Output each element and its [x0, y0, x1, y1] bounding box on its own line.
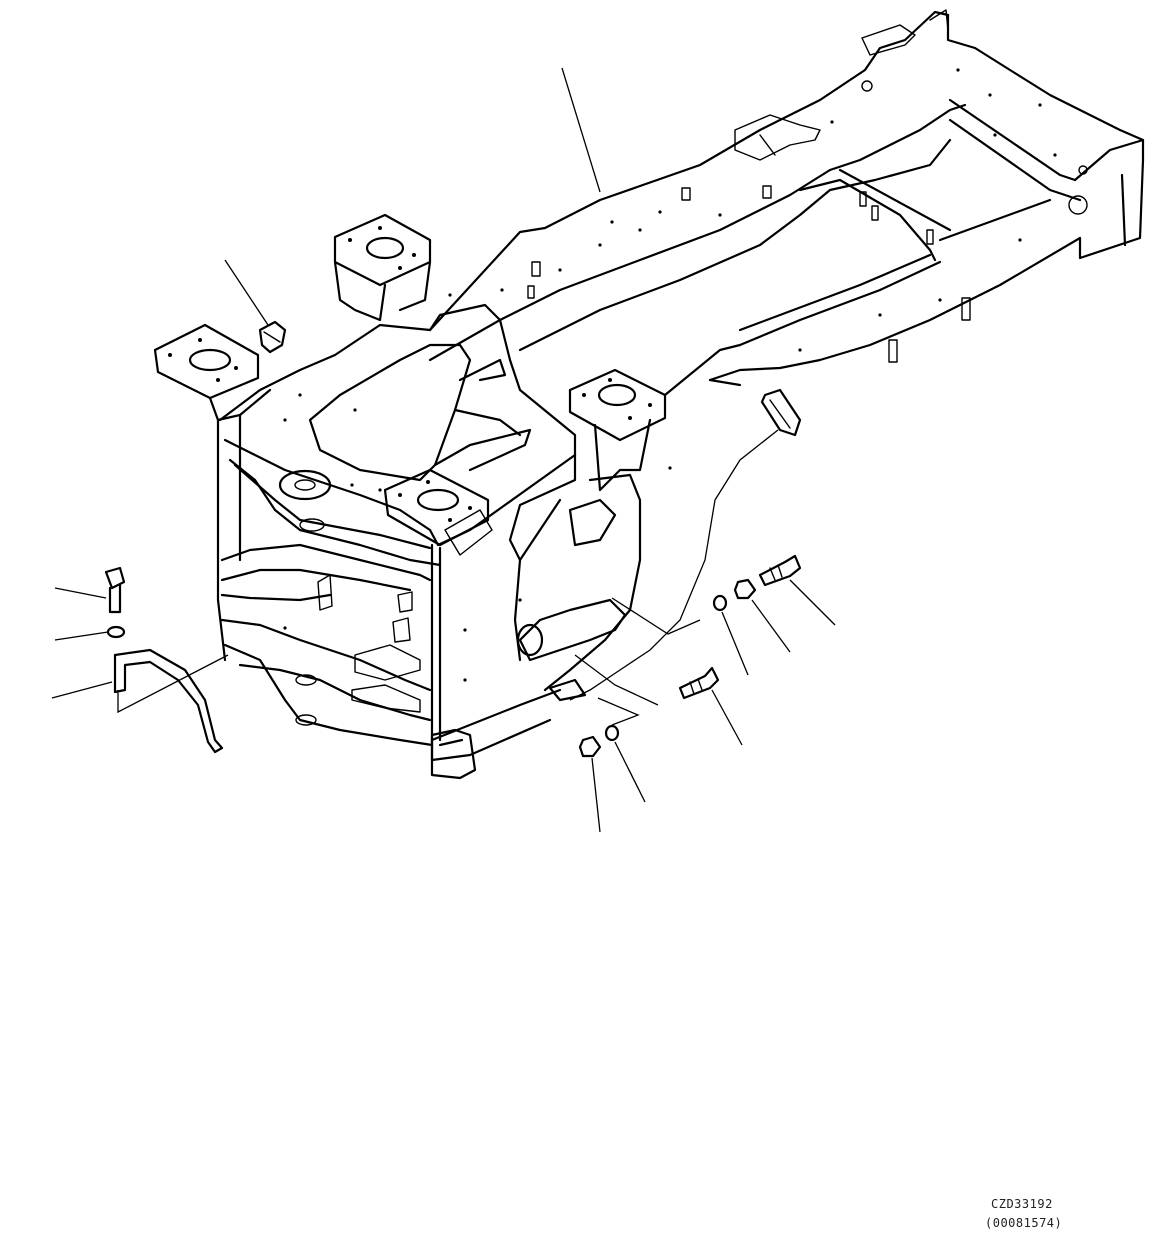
drawing-code: CZD33192 — [991, 1197, 1053, 1211]
leader-washer-right-lower-b — [597, 697, 640, 726]
bolt-right-upper — [758, 554, 802, 587]
leader-stud-lower — [574, 654, 659, 706]
bracket-left — [113, 648, 229, 754]
frame-bottom-edge — [430, 378, 742, 762]
leader-plug — [224, 259, 269, 326]
deck-flange — [278, 469, 332, 501]
leader-bolt-left — [54, 587, 107, 599]
leader-nut-right-upper — [751, 599, 791, 653]
main-frame — [428, 9, 1145, 382]
leader-stud-upper — [611, 597, 701, 635]
nut-right-lower — [578, 735, 602, 758]
stopper-block — [569, 388, 802, 701]
frame-hole-dots — [283, 68, 1057, 682]
leader-bracket-left — [51, 681, 113, 699]
leader-frame — [561, 67, 601, 193]
washer-right-lower — [604, 724, 620, 742]
leader-washer-left — [54, 631, 109, 641]
mounting-pad-left-front — [153, 323, 272, 422]
leader-bolt-right-upper — [789, 579, 836, 626]
leader-washer-right-upper — [721, 611, 749, 676]
nut-right-upper — [733, 578, 757, 600]
bolt-right-lower — [678, 666, 720, 700]
front-box-frame — [216, 303, 642, 780]
mounting-pad-left-rear — [333, 213, 432, 322]
mounting-pad-right-rear — [568, 343, 742, 492]
bolt-left — [104, 566, 126, 614]
leader-washer-right-lower — [614, 741, 646, 803]
plug-part — [258, 320, 287, 354]
leader-nut-right-lower — [591, 757, 601, 833]
drawing-reference: (00081574) — [985, 1216, 1063, 1230]
leader-bolt-right-lower — [711, 689, 743, 746]
washer-left — [106, 625, 126, 639]
mounting-pad-right-front — [383, 468, 493, 556]
washer-right-upper — [712, 594, 728, 612]
